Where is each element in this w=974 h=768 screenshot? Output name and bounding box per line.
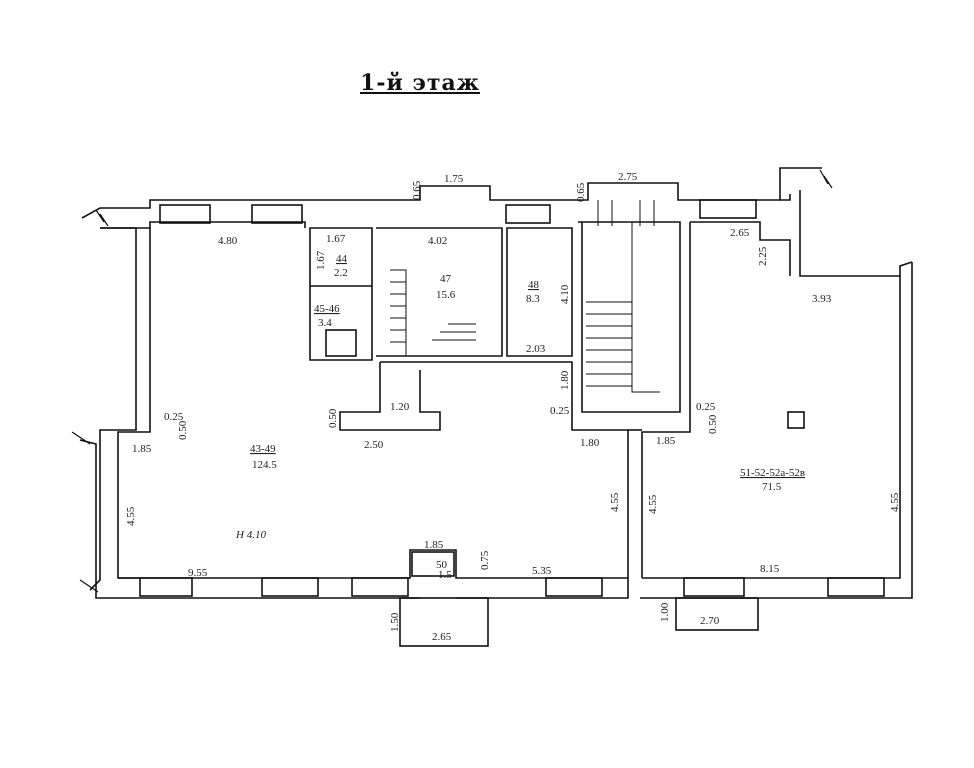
break-mark (79, 579, 99, 593)
room-area-48: 8.3 (526, 293, 540, 305)
dim-label: 50 (436, 559, 448, 571)
dim-label: 0.25 (550, 405, 570, 417)
window (505, 204, 551, 224)
dim-label: 0.75 (479, 550, 491, 570)
room-number-45-46: 45-46 (314, 303, 340, 315)
outer-wall-right (900, 262, 913, 599)
room-number-47: 47 (440, 273, 452, 285)
dim-label: 0.50 (707, 414, 719, 434)
dim-label: 1.50 (389, 612, 401, 632)
break-mark (95, 209, 109, 227)
porch-right (675, 597, 759, 631)
dim-label: 1.75 (444, 173, 464, 185)
wall-stair (578, 221, 681, 413)
window (545, 577, 603, 597)
wall-right-room-left (641, 222, 691, 578)
bath-fixture (325, 329, 357, 357)
wall-room-47 (376, 227, 503, 357)
stair-inner-47 (390, 269, 407, 356)
wall-center-2 (339, 362, 441, 431)
dim-label: 1.85 (132, 443, 152, 455)
height-label: Н 4.10 (235, 529, 266, 541)
dim-label: 1.00 (659, 602, 671, 622)
stair-steps (586, 301, 632, 387)
dim-label: 1.67 (326, 233, 346, 245)
dim-label: 1.85 (656, 435, 676, 447)
dim-label: 0.65 (411, 180, 423, 200)
dim-label: 1.20 (390, 401, 410, 413)
dim-label: 4.10 (559, 284, 571, 304)
dim-label: 5.35 (532, 565, 552, 577)
dim-label: 2.03 (526, 343, 546, 355)
outer-wall-right-top-outer (780, 194, 791, 201)
room-number-43-49: 43-49 (250, 443, 276, 455)
dim-label: 1.67 (315, 250, 327, 270)
dim-label: 0.50 (327, 408, 339, 428)
window (139, 577, 193, 597)
outer-wall-right-top (799, 190, 913, 277)
floor-title: 1-й этаж (360, 70, 480, 96)
column (787, 411, 805, 429)
dim-label: 1.80 (580, 437, 600, 449)
wall-center-1 (380, 361, 629, 578)
dim-label: 2.50 (364, 439, 384, 451)
dim-label: 0.25 (696, 401, 716, 413)
room-number-44: 44 (336, 253, 348, 265)
dim-label: 2.65 (730, 227, 750, 239)
dim-label: 4.02 (428, 235, 447, 247)
outer-wall-bottom (118, 549, 629, 599)
dim-label: 4.55 (889, 492, 901, 512)
window (261, 577, 319, 597)
wall-room-48 (506, 227, 573, 357)
room-number-48: 48 (528, 279, 540, 291)
wall-right-room (690, 221, 791, 276)
break-mark (71, 431, 91, 445)
window (827, 577, 885, 597)
room-number-51-52: 51-52-52а-52в (740, 467, 805, 479)
dim-label: 0.65 (575, 182, 587, 202)
dim-label: 2.65 (432, 631, 452, 643)
room-area-44: 2.2 (334, 267, 348, 279)
dim-label: 2.70 (700, 615, 720, 627)
window (351, 577, 409, 597)
dim-label: 1.85 (424, 539, 444, 551)
vestibule (411, 551, 455, 577)
window (699, 199, 757, 219)
dim-label: 2.25 (757, 246, 769, 266)
dim-label: 2.75 (618, 171, 638, 183)
dim-label: 4.55 (125, 506, 137, 526)
dim-label: 8.15 (760, 563, 780, 575)
room-area-47: 15.6 (436, 289, 456, 301)
stair-steps-top (597, 200, 655, 226)
dim-label: 9.55 (188, 567, 208, 579)
dim-label: 3.93 (812, 293, 832, 305)
room-area-51-52: 71.5 (762, 481, 782, 493)
porch-front (399, 597, 489, 647)
window (251, 204, 303, 224)
dim-label: 4.55 (609, 492, 621, 512)
outer-wall-left (89, 227, 137, 591)
window (159, 204, 211, 224)
break-mark (819, 169, 833, 189)
dim-label: 0.50 (177, 420, 189, 440)
dim-label: 0.25 (164, 411, 184, 423)
wall-room-44 (309, 227, 373, 361)
dim-label: 4.55 (647, 494, 659, 514)
stair-inner-47b (432, 323, 476, 341)
dim-label: 1.80 (559, 370, 571, 390)
room-area-45-46: 3.4 (318, 317, 332, 329)
stair-rail (631, 222, 660, 393)
window (683, 577, 745, 597)
room-area-43-49: 124.5 (252, 459, 277, 471)
dim-label: 4.80 (218, 235, 238, 247)
dim-label: 1.5 (438, 569, 452, 581)
